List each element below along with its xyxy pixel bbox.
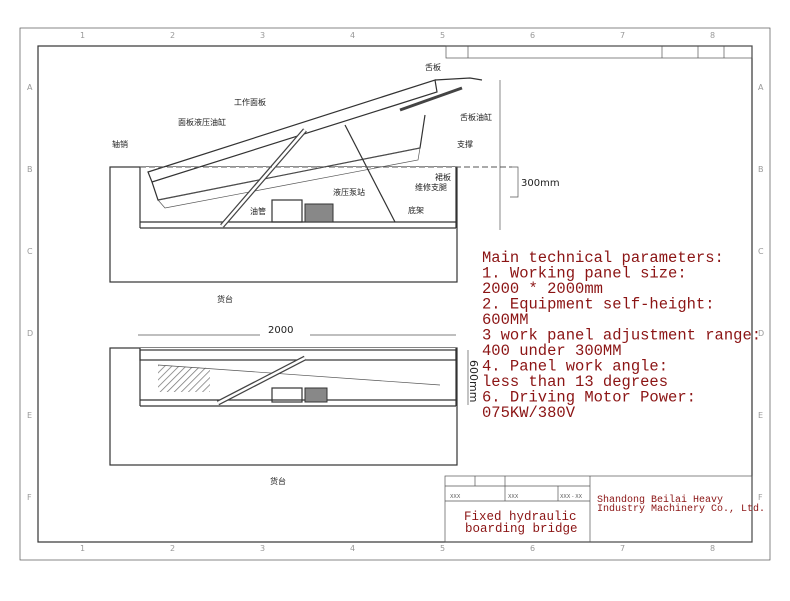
dimension-2000: 2000 xyxy=(268,325,293,336)
label-pivot-pin: 轴销 xyxy=(112,139,128,149)
row-label: B xyxy=(758,165,764,174)
label-pump-station: 液压泵站 xyxy=(333,187,365,197)
parameter-line: 400 under 300MM xyxy=(482,342,622,360)
parameter-line: 3 work panel adjustment range: xyxy=(482,327,761,345)
column-label: 8 xyxy=(710,544,715,553)
cell-value: XXX xyxy=(450,494,461,500)
column-label: 1 xyxy=(80,544,85,553)
parameter-line: Main technical parameters: xyxy=(482,249,724,267)
row-label: F xyxy=(758,493,763,502)
parameter-line: 2. Equipment self-height: xyxy=(482,296,715,314)
column-label: 1 xyxy=(80,31,85,40)
company-name-line2: Industry Machinery Co., Ltd. xyxy=(597,503,765,515)
tongue-plate xyxy=(434,77,483,81)
inner-border xyxy=(37,45,753,543)
outer-border xyxy=(19,27,771,561)
parameter-line: 075KW/380V xyxy=(482,404,576,422)
column-label: 7 xyxy=(620,544,625,553)
parameter-line: less than 13 degrees xyxy=(482,373,668,391)
column-label: 2 xyxy=(170,31,175,40)
label-maintenance-leg: 维修支腿 xyxy=(415,182,447,192)
column-label: 3 xyxy=(260,544,265,553)
title-block: XXX XXX XXX - XX Fixed hydraulic boardin… xyxy=(444,475,765,543)
parameter-line: 2000 * 2000mm xyxy=(482,280,603,298)
column-label: 8 xyxy=(710,31,715,40)
column-label: 4 xyxy=(350,544,355,553)
label-work-panel: 工作面板 xyxy=(234,97,266,107)
dimension-600mm: 600mm xyxy=(467,360,480,402)
label-skirt: 裙板 xyxy=(435,172,451,182)
header-block xyxy=(445,45,753,59)
maintenance-leg xyxy=(344,124,396,223)
dimension-300mm: 300mm xyxy=(521,178,560,189)
column-label: 5 xyxy=(440,31,445,40)
row-label: B xyxy=(27,165,33,174)
pump-motor xyxy=(271,199,303,223)
product-name-line1: Fixed hydraulic xyxy=(464,510,577,524)
column-label: 3 xyxy=(260,31,265,40)
row-label: A xyxy=(758,83,764,92)
label-oil-pipe: 油管 xyxy=(250,206,266,216)
column-label: 2 xyxy=(170,544,175,553)
column-label: 4 xyxy=(350,31,355,40)
bottom-view-drawing: 2000 600mm 货台 xyxy=(109,325,480,486)
row-label: A xyxy=(27,83,33,92)
parameter-line: 4. Panel work angle: xyxy=(482,358,668,376)
parameter-line: 600MM xyxy=(482,311,529,329)
company-name-line1: Shandong Beilai Heavy xyxy=(597,494,723,506)
row-label: E xyxy=(27,411,32,420)
label-tongue-plate: 舌板 xyxy=(425,62,441,72)
top-view-drawing: 300mm 舌板 工作面板 面板液压油缸 舌板油缸 轴销 支撑 裙板 维修支腿 … xyxy=(109,62,560,304)
row-label: E xyxy=(758,411,763,420)
product-name-line2: boarding bridge xyxy=(465,522,578,536)
technical-parameters: Main technical parameters:1. Working pan… xyxy=(482,249,761,422)
column-label: 5 xyxy=(440,544,445,553)
row-label: D xyxy=(27,329,33,338)
parameter-line: 6. Driving Motor Power: xyxy=(482,389,696,407)
label-tongue-cylinder: 舌板油缸 xyxy=(460,112,492,122)
label-panel-cylinder: 面板液压油缸 xyxy=(178,117,226,127)
label-base-frame: 底架 xyxy=(408,205,424,215)
work-panel xyxy=(147,79,438,183)
parameter-line: 1. Working panel size: xyxy=(482,265,687,283)
column-label: 6 xyxy=(530,31,535,40)
column-label: 7 xyxy=(620,31,625,40)
label-platform-lower: 货台 xyxy=(270,476,286,486)
column-label: 6 xyxy=(530,544,535,553)
row-label: F xyxy=(27,493,32,502)
cell-value: XXX xyxy=(508,494,519,500)
row-label: C xyxy=(27,247,33,256)
label-platform: 货台 xyxy=(217,294,233,304)
row-label: C xyxy=(758,247,764,256)
label-support: 支撑 xyxy=(457,139,473,149)
row-label: D xyxy=(758,329,764,338)
cell-value: XXX - XX xyxy=(560,494,583,500)
